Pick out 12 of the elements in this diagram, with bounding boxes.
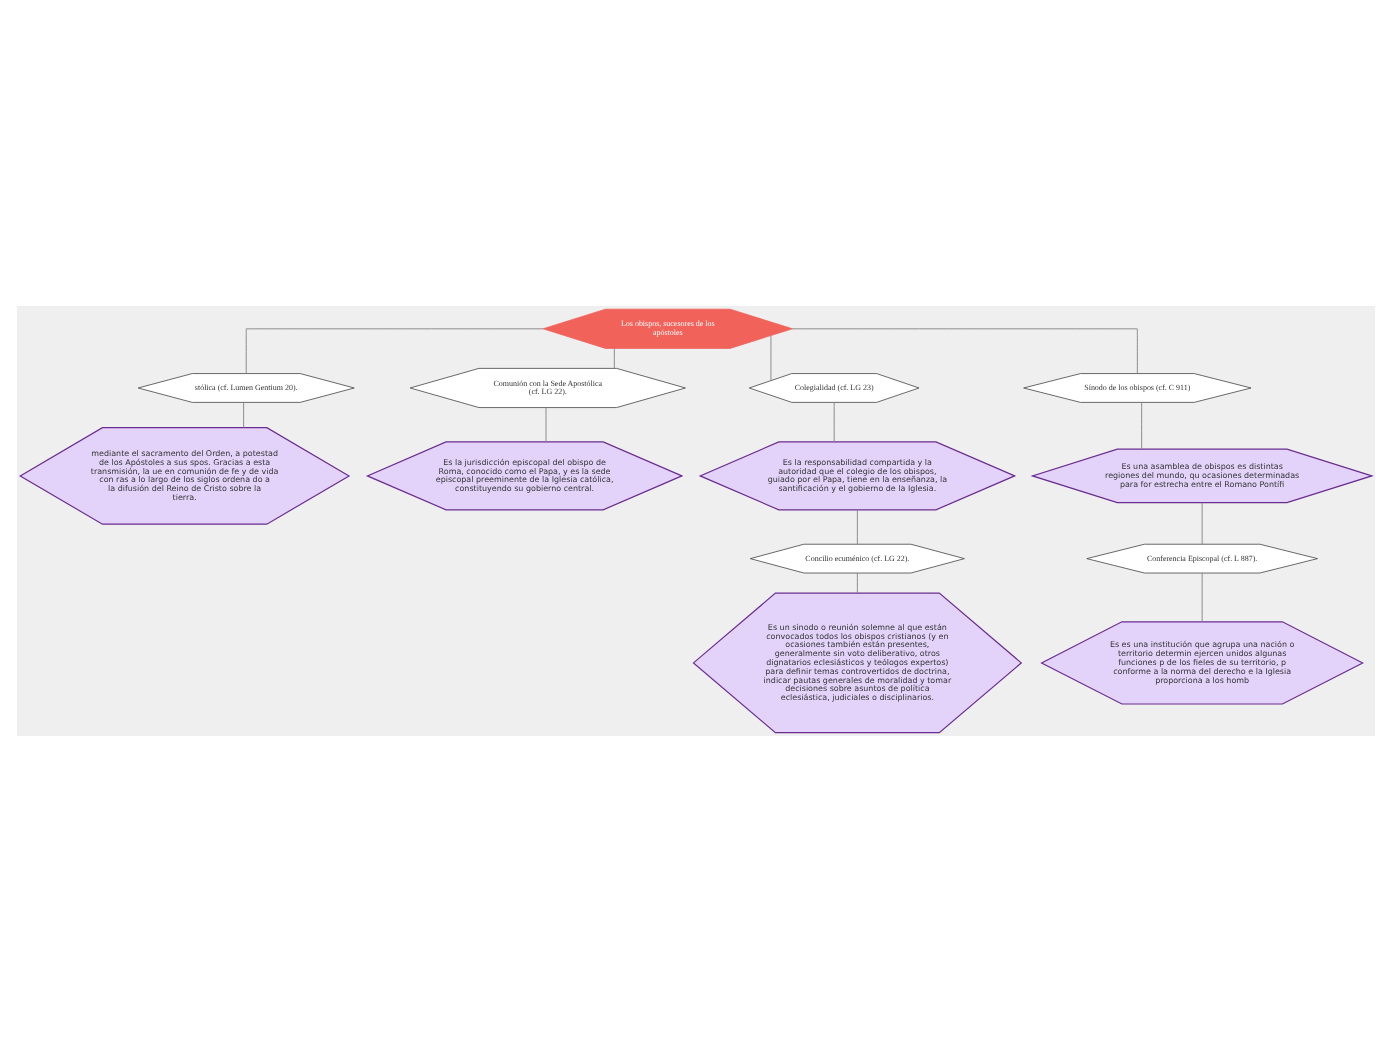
connector [791,327,1138,373]
connector [1201,571,1203,622]
connector [833,401,835,442]
connector [245,327,544,373]
connector [1141,401,1143,449]
connector [243,401,245,427]
connector [1201,501,1203,544]
connector [545,406,547,442]
connector [770,334,772,380]
connector [856,571,858,593]
connector [856,508,858,544]
connector [613,347,615,368]
